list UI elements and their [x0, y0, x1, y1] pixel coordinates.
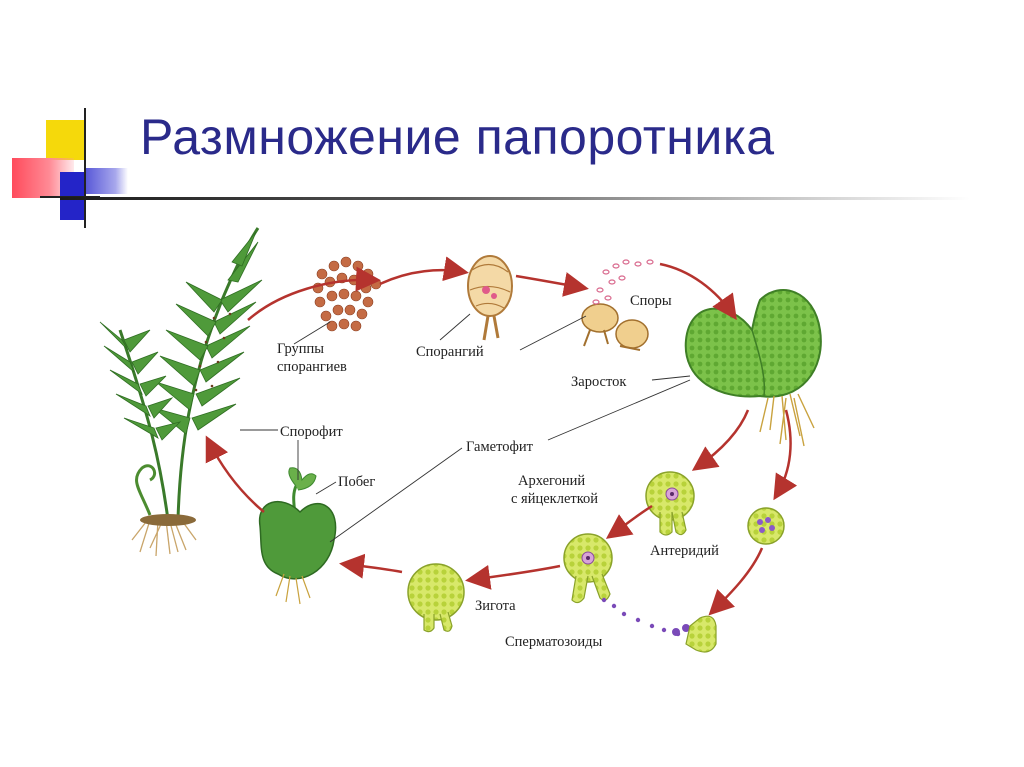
sporangia-groups-illustration	[312, 256, 382, 332]
label-prothallus: Заросток	[571, 374, 627, 390]
label-antheridium: Антеридий	[650, 543, 719, 559]
label-leader-lines	[240, 313, 691, 543]
decor-yellow-square	[46, 120, 86, 160]
label-archegonium-line2: с яйцеклеткой	[511, 491, 598, 507]
label-gametophyte: Гаметофит	[466, 439, 534, 455]
slide-title: Размножение папоротника	[140, 109, 775, 165]
arrow-spores-to-prothallus	[659, 262, 737, 321]
label-shoot: Побег	[338, 474, 375, 490]
title-underline	[60, 197, 970, 200]
fertilization-illustration	[563, 533, 613, 604]
decor-blue-gradient	[86, 168, 128, 194]
antheridium-illustration	[747, 507, 785, 545]
label-sorus-groups-line2: спорангиев	[277, 359, 347, 375]
open-sporangium-illustration	[581, 303, 649, 351]
zygote-illustration	[407, 563, 465, 633]
arrow-sporangium-to-spores	[515, 272, 589, 297]
arrow-fern-to-sporangia	[247, 266, 381, 321]
arrow-prothallus-to-antheridium	[773, 409, 798, 501]
arrow-zygote-to-shoot	[339, 553, 403, 579]
decor-vertical-line	[84, 108, 86, 228]
sperm-cells-illustration	[601, 597, 717, 653]
spores-illustration	[592, 259, 654, 305]
leader-sorus	[293, 321, 331, 345]
label-sporangium: Спорангий	[416, 344, 484, 360]
label-archegonium-line1: Архегоний	[518, 473, 585, 489]
life-cycle-arrows	[205, 256, 798, 616]
archegonium-illustration	[645, 471, 695, 536]
label-zygote: Зигота	[475, 598, 516, 614]
label-sperm: Сперматозоиды	[505, 634, 602, 650]
arrow-prothallus-to-archegonium	[691, 409, 750, 471]
arrow-fertilization-to-zygote	[465, 564, 561, 590]
arrow-antheridium-to-sperm	[708, 547, 764, 616]
label-spores: Споры	[630, 293, 672, 309]
sporangium-illustration	[467, 255, 513, 341]
young-shoot-illustration	[258, 467, 337, 605]
label-sporophyte: Спорофит	[280, 424, 343, 440]
prothallus-illustration	[684, 289, 822, 447]
fern-sporophyte-illustration	[99, 227, 263, 557]
arrow-sporangia-to-sporangium	[379, 256, 469, 286]
arrow-archegonium-to-fertilization	[605, 504, 653, 539]
arrow-shoot-to-fern	[205, 435, 265, 513]
label-sorus-groups-line1: Группы	[277, 341, 324, 357]
